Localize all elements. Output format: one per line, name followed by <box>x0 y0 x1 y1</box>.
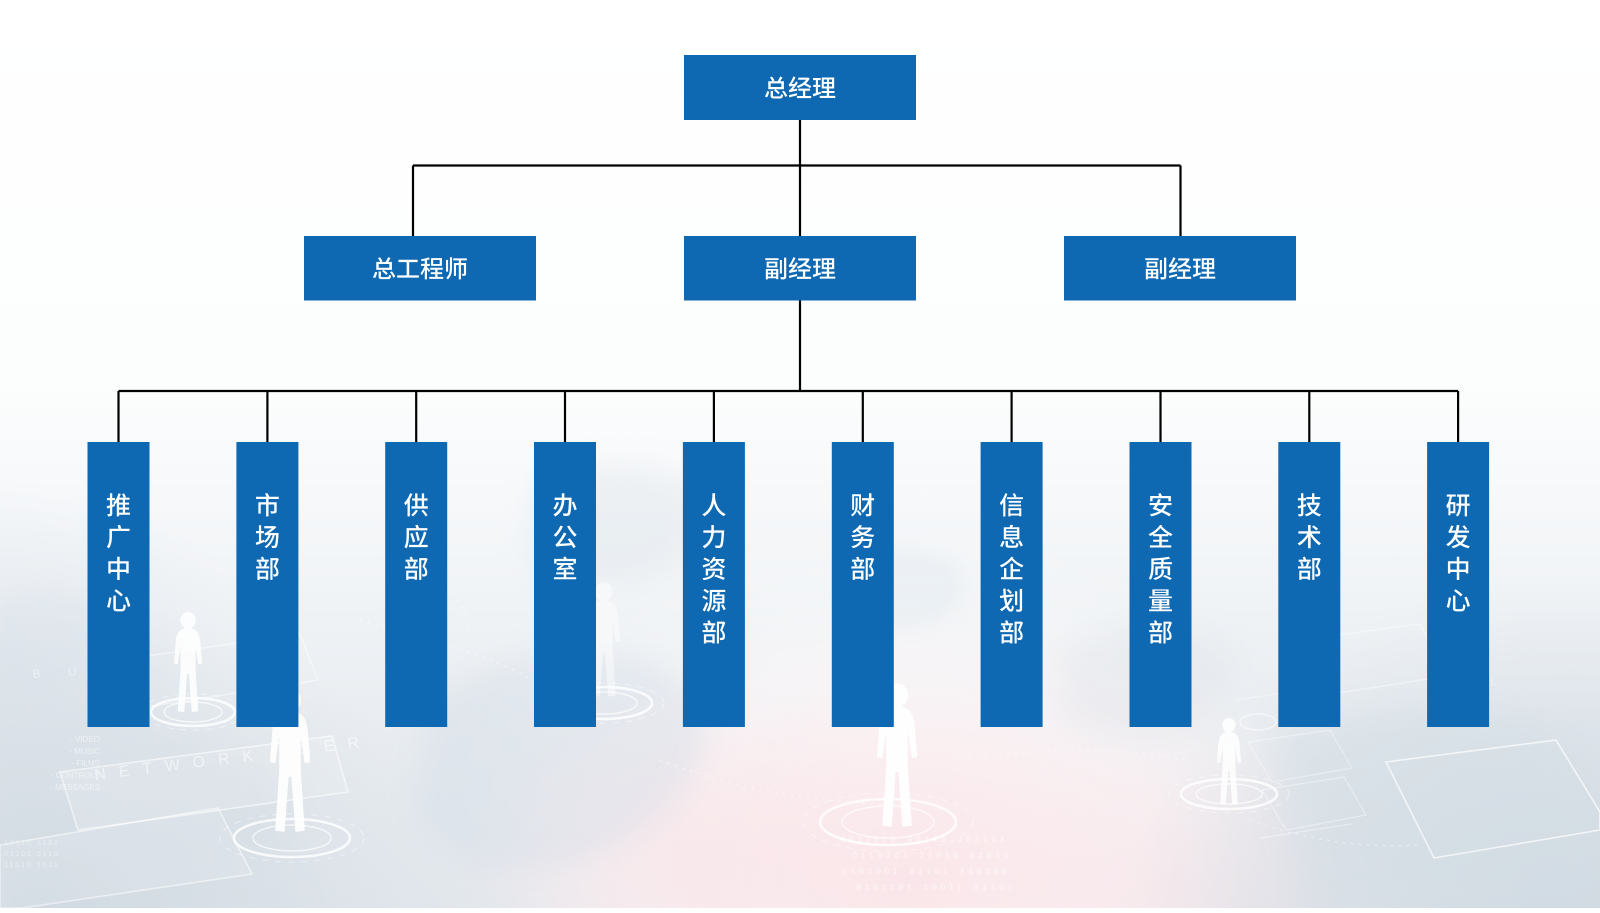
svg-text:- MUSIC: - MUSIC <box>69 747 100 756</box>
svg-text:- MESSAGES: - MESSAGES <box>50 783 100 792</box>
svg-text:OFF: OFF <box>900 489 957 503</box>
svg-text:11010 1011: 11010 1011 <box>4 862 60 869</box>
svg-text:1101001 01101 110100: 1101001 01101 110100 <box>842 867 1010 877</box>
svg-text:10110 1101: 10110 1101 <box>4 840 60 847</box>
svg-text:0101101 10011 01101: 0101101 10011 01101 <box>856 883 1016 893</box>
svg-text:01101 0110: 01101 0110 <box>4 851 60 858</box>
svg-text:1011010 00110 101101: 1011010 00110 101101 <box>840 835 1008 845</box>
svg-text:- CONTROLS: - CONTROLS <box>51 771 100 780</box>
svg-text:0110101 11010 01011: 0110101 11010 01011 <box>852 851 1012 861</box>
svg-text:- FILMS: - FILMS <box>72 759 100 768</box>
svg-text:- VIDEO: - VIDEO <box>70 735 100 744</box>
